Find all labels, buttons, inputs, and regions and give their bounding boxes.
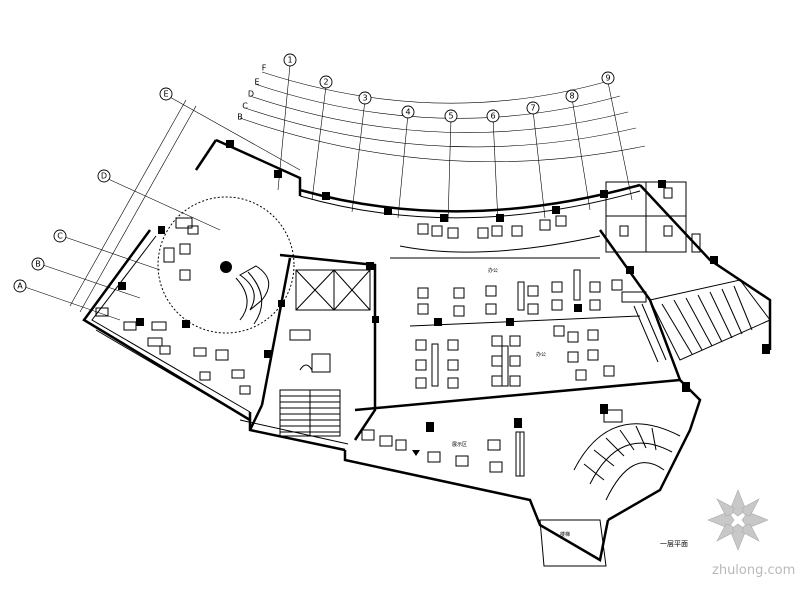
axis-bubble-4: 4 <box>401 105 415 119</box>
svg-text:5: 5 <box>448 112 453 121</box>
open-work-area <box>390 257 641 389</box>
axis-bubble-3: 3 <box>358 91 372 105</box>
room-tag-office-right: 办公 <box>536 351 546 358</box>
room-tags: 展示区 办公 办公 楼梯 <box>452 267 570 538</box>
plan-caption: 一层平面 <box>660 540 688 548</box>
entrance-box <box>539 519 607 567</box>
axis-bubble-8: 8 <box>565 89 579 103</box>
bottom-display-area <box>361 429 525 477</box>
svg-text:D: D <box>101 172 107 181</box>
arc-axis-B: B <box>237 113 243 122</box>
arc-axis-F: F <box>262 64 267 73</box>
round-meeting-room <box>157 196 295 334</box>
svg-text:A: A <box>17 282 23 291</box>
svg-text:3: 3 <box>362 94 367 103</box>
zhulong-logo <box>707 489 769 551</box>
svg-text:7: 7 <box>530 104 535 113</box>
svg-text:6: 6 <box>490 112 495 121</box>
main-stair <box>279 389 341 437</box>
right-exterior-stair <box>621 279 771 363</box>
watermark-site: zhulong.com <box>712 563 796 578</box>
svg-text:B: B <box>35 260 41 269</box>
axis-bubble-9: 9 <box>601 71 615 85</box>
restroom-block <box>605 181 701 253</box>
axis-bubble-E: E <box>159 87 173 101</box>
arc-axis-D: D <box>248 90 254 99</box>
svg-text:C: C <box>57 232 63 241</box>
axis-bubble-5: 5 <box>444 109 458 123</box>
svg-text:8: 8 <box>569 92 574 101</box>
radial-axis-bubbles: 1 2 3 4 5 6 7 8 <box>283 53 615 123</box>
curved-spiral-stair <box>573 409 681 501</box>
axis-bubble-7: 7 <box>526 101 540 115</box>
structural-columns <box>118 140 770 432</box>
axis-bubble-C: C <box>53 229 67 243</box>
room-tag-front: 展示区 <box>452 442 467 448</box>
left-axis-bubbles: E D C B A <box>13 87 173 293</box>
front-row-seating <box>399 215 601 253</box>
elevator-core <box>289 269 371 373</box>
arc-axis-E: E <box>254 78 259 87</box>
room-tag-office-left: 办公 <box>488 267 498 274</box>
axis-bubble-B: B <box>31 257 45 271</box>
stair-tag: 楼梯 <box>560 531 570 538</box>
outer-walls <box>82 138 772 562</box>
arc-axis-C: C <box>242 102 248 111</box>
axis-bubble-D: D <box>97 169 111 183</box>
svg-text:1: 1 <box>287 56 292 65</box>
axis-bubble-A: A <box>13 279 27 293</box>
svg-text:9: 9 <box>605 74 610 83</box>
svg-text:2: 2 <box>323 78 328 87</box>
axis-lines <box>21 64 646 321</box>
axis-bubble-6: 6 <box>486 109 500 123</box>
svg-text:4: 4 <box>405 108 410 117</box>
arc-axis-letters: F E D C B <box>237 64 266 122</box>
axis-bubble-2: 2 <box>319 75 333 89</box>
left-office-furniture <box>95 307 251 395</box>
bottom-ledge <box>95 329 349 445</box>
curved-stair <box>235 271 263 325</box>
svg-text:E: E <box>163 90 168 99</box>
axis-bubble-1: 1 <box>283 53 297 67</box>
